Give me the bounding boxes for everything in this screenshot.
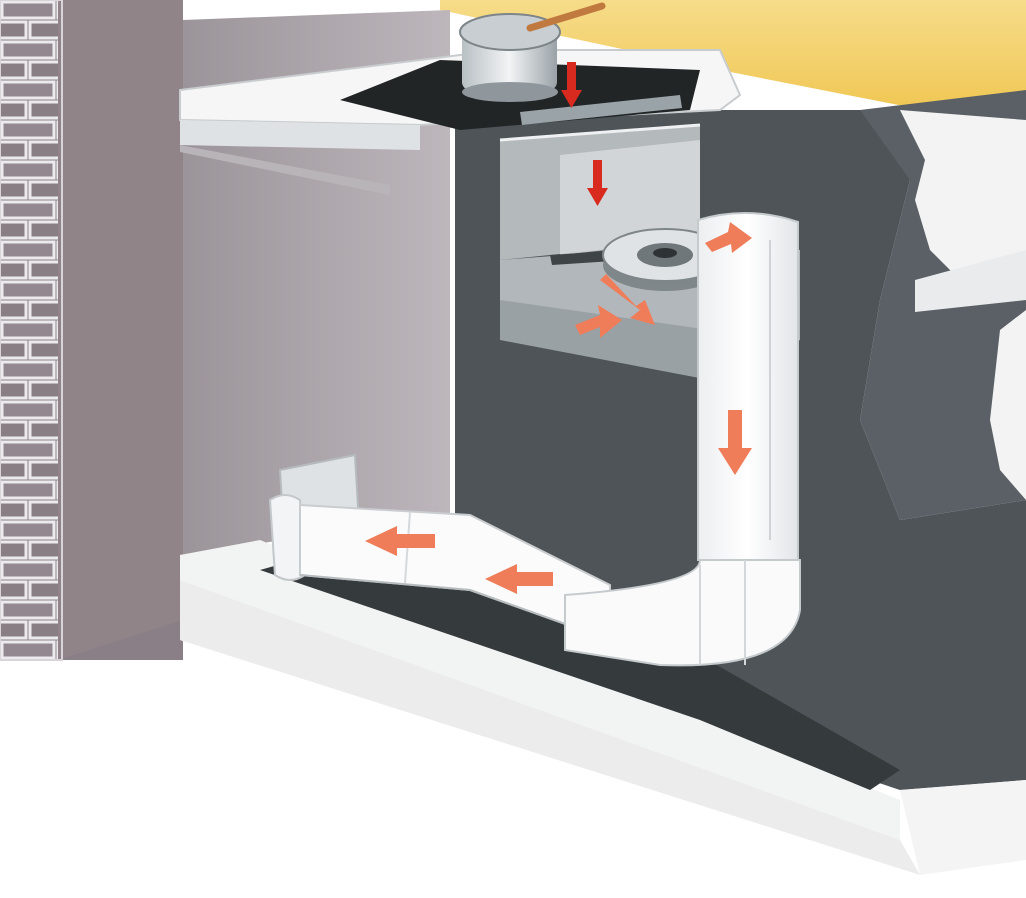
airflow-arrow bbox=[575, 305, 622, 338]
downdraft-vent-slot bbox=[520, 95, 682, 125]
airflow-arrow bbox=[587, 160, 608, 206]
ceiling bbox=[440, 0, 1026, 130]
airflow-arrow bbox=[600, 274, 655, 325]
brick-wall bbox=[0, 0, 183, 661]
airflow-arrow bbox=[485, 564, 553, 594]
blower-fan bbox=[602, 228, 728, 291]
vertical-duct bbox=[697, 211, 799, 561]
airflow-arrows bbox=[365, 62, 752, 594]
airflow-arrow bbox=[705, 222, 752, 253]
right-shelf bbox=[915, 250, 1026, 312]
airflow-arrow bbox=[718, 410, 752, 475]
airflow-arrow bbox=[561, 62, 582, 108]
airflow-arrow bbox=[365, 526, 435, 556]
cutaway-edge bbox=[900, 110, 1026, 280]
duct-elbow bbox=[564, 559, 801, 667]
cooking-pot bbox=[459, 2, 606, 102]
